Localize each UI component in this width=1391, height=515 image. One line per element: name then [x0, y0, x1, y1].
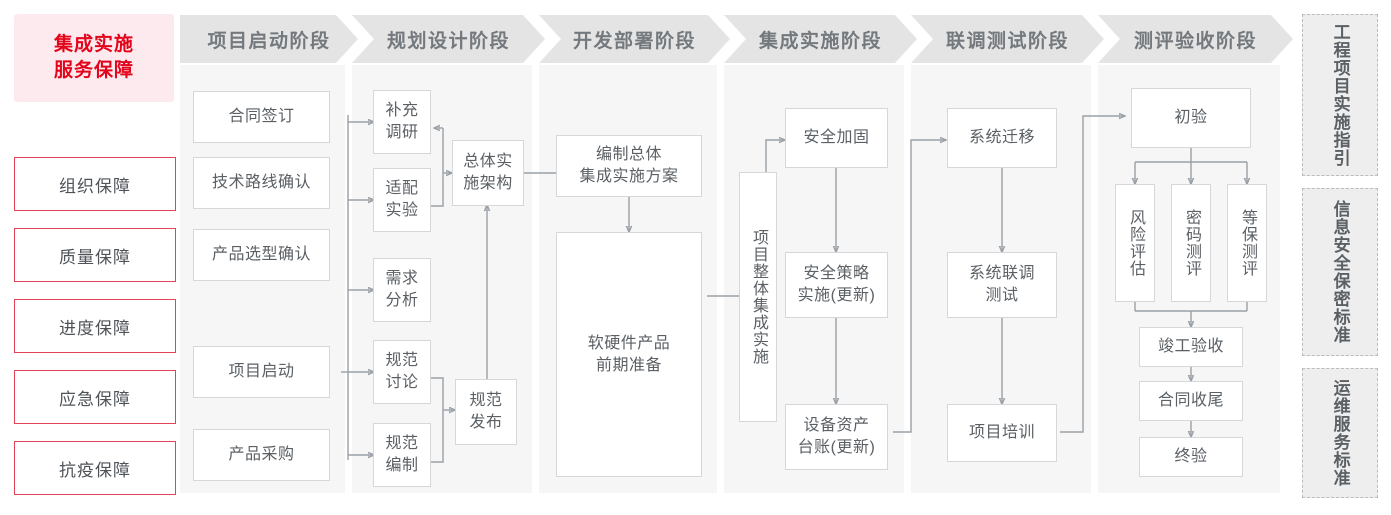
- phase-header-3[interactable]: 开发部署阶段: [539, 15, 730, 63]
- node-asset-ledger-update[interactable]: 设备资产台账(更新): [785, 404, 888, 470]
- guarantee-title-line1: 集成实施: [53, 34, 134, 56]
- guarantee-item-organization[interactable]: 组织保障: [14, 157, 176, 211]
- node-supplementary-research[interactable]: 补充调研: [373, 90, 431, 154]
- guarantee-title: 集成实施 服务保障: [14, 14, 174, 102]
- node-project-training[interactable]: 项目培训: [947, 404, 1057, 462]
- node-contract-closeout[interactable]: 合同收尾: [1139, 381, 1243, 421]
- phase-header-4[interactable]: 集成实施阶段: [724, 15, 917, 63]
- guarantee-item-epidemic[interactable]: 抗疫保障: [14, 441, 176, 495]
- node-completion-acceptance[interactable]: 竣工验收: [1139, 327, 1243, 367]
- node-product-procurement[interactable]: 产品采购: [193, 429, 330, 481]
- node-mlps-evaluation[interactable]: 等保测评: [1227, 184, 1267, 302]
- phase-header-1[interactable]: 项目启动阶段: [180, 15, 358, 63]
- node-draft-overall-integration-plan[interactable]: 编制总体集成实施方案: [556, 135, 702, 197]
- node-hw-sw-preparation[interactable]: 软硬件产品前期准备: [556, 232, 702, 477]
- node-security-hardening[interactable]: 安全加固: [785, 108, 888, 168]
- node-adaptation-experiment[interactable]: 适配实验: [373, 168, 431, 232]
- guarantee-item-emergency[interactable]: 应急保障: [14, 370, 176, 424]
- standard-ops-service[interactable]: 运维服务标准: [1302, 368, 1378, 498]
- node-preliminary-acceptance[interactable]: 初验: [1131, 88, 1251, 148]
- node-project-kickoff[interactable]: 项目启动: [193, 346, 330, 398]
- guarantee-item-schedule[interactable]: 进度保障: [14, 299, 176, 353]
- node-security-policy-implementation[interactable]: 安全策略实施(更新): [785, 252, 888, 318]
- standard-engineering-project-guide[interactable]: 工程项目实施指引: [1302, 14, 1378, 176]
- node-overall-project-integration[interactable]: 项目整体集成实施: [739, 172, 777, 422]
- node-spec-release[interactable]: 规范发布: [455, 379, 517, 445]
- node-product-selection[interactable]: 产品选型确认: [193, 229, 330, 281]
- guarantee-item-quality[interactable]: 质量保障: [14, 228, 176, 282]
- phase-header-2[interactable]: 规划设计阶段: [352, 15, 545, 63]
- phase-header-5[interactable]: 联调测试阶段: [911, 15, 1104, 63]
- node-spec-drafting[interactable]: 规范编制: [373, 423, 431, 487]
- node-system-migration[interactable]: 系统迁移: [947, 108, 1057, 168]
- guarantee-title-line2: 服务保障: [53, 60, 134, 81]
- node-risk-assessment[interactable]: 风险评估: [1115, 184, 1155, 302]
- phase-header-6[interactable]: 测评验收阶段: [1098, 15, 1293, 63]
- node-contract-signing[interactable]: 合同签订: [193, 91, 330, 143]
- node-spec-discussion[interactable]: 规范讨论: [373, 340, 431, 404]
- node-system-joint-debug-test[interactable]: 系统联调测试: [947, 252, 1057, 318]
- node-final-acceptance[interactable]: 终验: [1139, 437, 1243, 477]
- node-overall-implementation-architecture[interactable]: 总体实施架构: [452, 140, 524, 206]
- node-requirements-analysis[interactable]: 需求分析: [373, 258, 431, 322]
- node-tech-route-confirm[interactable]: 技术路线确认: [193, 157, 330, 209]
- node-cryptography-evaluation[interactable]: 密码测评: [1171, 184, 1211, 302]
- standard-infosec-confidentiality[interactable]: 信息安全保密标准: [1302, 188, 1378, 356]
